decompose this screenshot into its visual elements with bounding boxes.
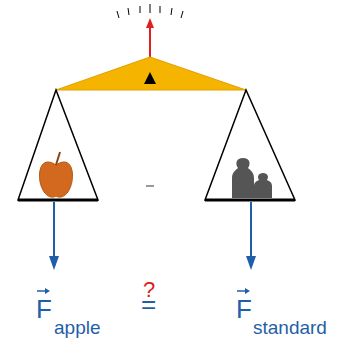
left-pan xyxy=(18,90,98,200)
pointer-head xyxy=(146,18,154,28)
dash xyxy=(146,185,154,187)
pointer xyxy=(149,26,151,60)
fulcrum xyxy=(144,72,156,84)
apple xyxy=(40,152,73,197)
right-pan xyxy=(205,90,295,200)
dial-ticks xyxy=(117,4,183,18)
force-symbol: F xyxy=(36,296,52,322)
force-symbol: F xyxy=(236,296,252,322)
equals-sign: = xyxy=(141,291,156,317)
left-pan-base xyxy=(18,199,98,202)
beam xyxy=(56,57,246,90)
force-subscript: apple xyxy=(54,318,101,337)
force-arrows xyxy=(49,202,256,270)
right-pan-base xyxy=(205,199,295,202)
standard-weights xyxy=(232,158,272,198)
force-subscript: standard xyxy=(253,318,327,337)
